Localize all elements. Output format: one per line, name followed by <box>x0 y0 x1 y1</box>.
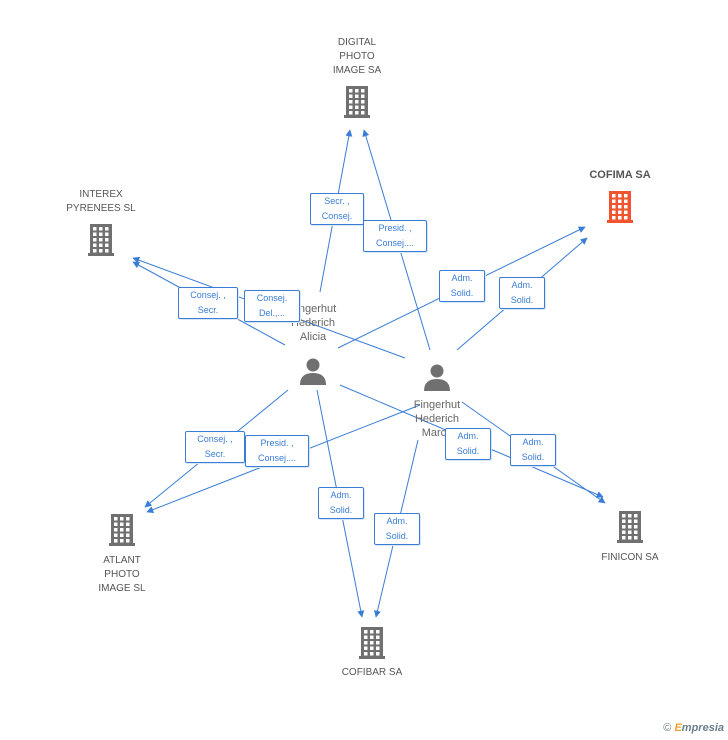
brand-logo[interactable]: Empresia <box>674 722 724 734</box>
company-label-interex[interactable]: INTEREX PYRENEES SL <box>66 189 136 214</box>
building-icon-digital[interactable] <box>344 86 370 118</box>
building-icon-cofima[interactable] <box>607 191 633 223</box>
building-icon-finicon[interactable] <box>617 511 643 543</box>
footer-credit: © Empresia <box>663 722 724 734</box>
edge-label-alicia-cofibar[interactable]: Adm. Solid. <box>318 487 364 519</box>
person-label-alicia[interactable]: Fingerhut Hederich Alicia <box>289 303 337 343</box>
edge-label-marco-cofibar[interactable]: Adm. Solid. <box>374 513 420 545</box>
edge-label-marco-atlant[interactable]: Presid. , Consej.... <box>245 435 309 467</box>
building-icon-cofibar[interactable] <box>359 627 385 659</box>
copyright-symbol: © <box>663 722 672 734</box>
edge-label-alicia-interex[interactable]: Consej. , Secr. <box>178 287 238 319</box>
edge-label-alicia-atlant[interactable]: Consej. , Secr. <box>185 431 245 463</box>
edge-label-alicia-digital[interactable]: Secr. , Consej. <box>310 193 364 225</box>
edge-label-marco-finicon[interactable]: Adm. Solid. <box>510 434 556 466</box>
edge-label-marco-interex[interactable]: Consej. Del.,... <box>244 290 300 322</box>
person-icon-marco[interactable] <box>424 364 450 392</box>
person-icon-alicia[interactable] <box>300 358 326 386</box>
company-label-finicon[interactable]: FINICON SA <box>601 552 659 563</box>
company-label-cofima[interactable]: COFIMA SA <box>589 169 651 181</box>
company-label-cofibar[interactable]: COFIBAR SA <box>341 667 403 678</box>
company-label-digital[interactable]: DIGITAL PHOTO IMAGE SA <box>332 37 382 76</box>
nodes-layer <box>88 86 643 659</box>
edge-label-alicia-finicon[interactable]: Adm. Solid. <box>445 428 491 460</box>
company-label-atlant[interactable]: ATLANT PHOTO IMAGE SL <box>98 555 146 594</box>
building-icon-atlant[interactable] <box>109 514 135 546</box>
edge-label-alicia-cofima[interactable]: Adm. Solid. <box>439 270 485 302</box>
building-icon-interex[interactable] <box>88 224 114 256</box>
person-label-marco[interactable]: Fingerhut Hederich Marco <box>413 399 461 439</box>
edge-label-marco-cofima[interactable]: Adm. Solid. <box>499 277 545 309</box>
edges-layer <box>132 129 606 618</box>
edge-label-marco-digital[interactable]: Presid. , Consej.... <box>363 220 427 252</box>
